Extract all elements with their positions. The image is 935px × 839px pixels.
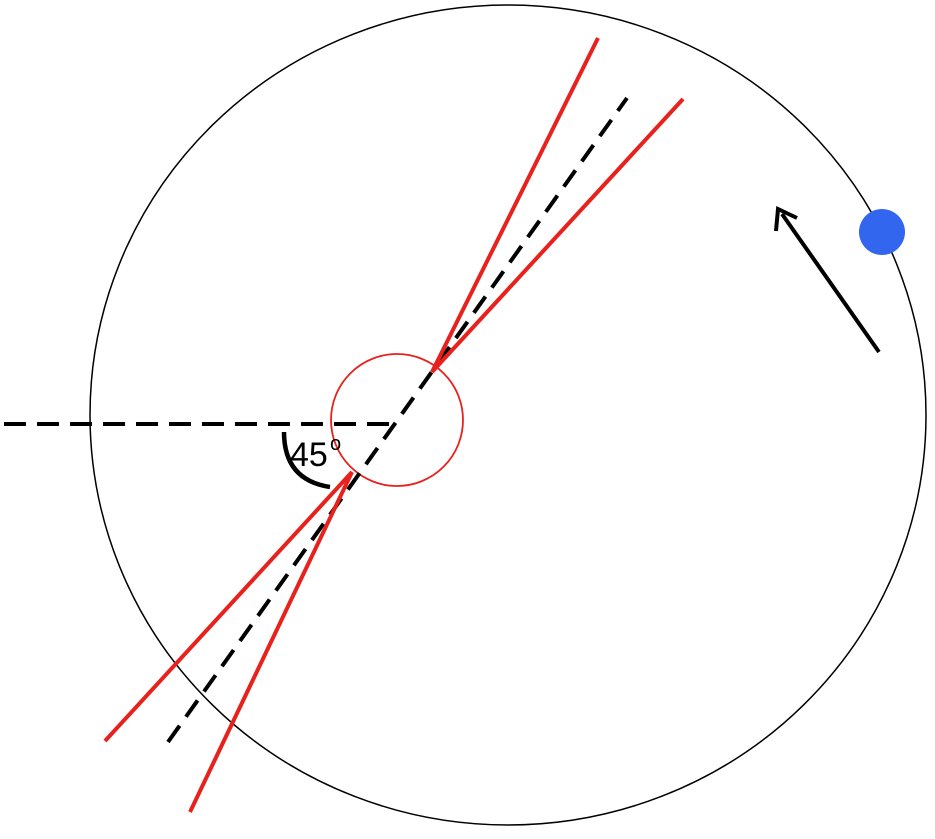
angle-degree-symbol: o: [330, 433, 341, 455]
lower-wedge-line-left: [103, 470, 354, 743]
upper-wedge-line-right: [430, 97, 685, 374]
angle-arc: [281, 431, 331, 490]
direction-arrow-shaft: [780, 212, 881, 354]
direction-arrow-head: [774, 205, 798, 232]
upper-wedge-line-left: [430, 37, 600, 373]
lower-wedge-line-right: [188, 471, 354, 813]
center-circle: [330, 353, 464, 487]
outer-circle: [89, 4, 927, 826]
blue-marker-dot: [859, 209, 905, 255]
angle-label: 45: [290, 436, 328, 474]
diagonal-axis-line: [166, 96, 629, 744]
